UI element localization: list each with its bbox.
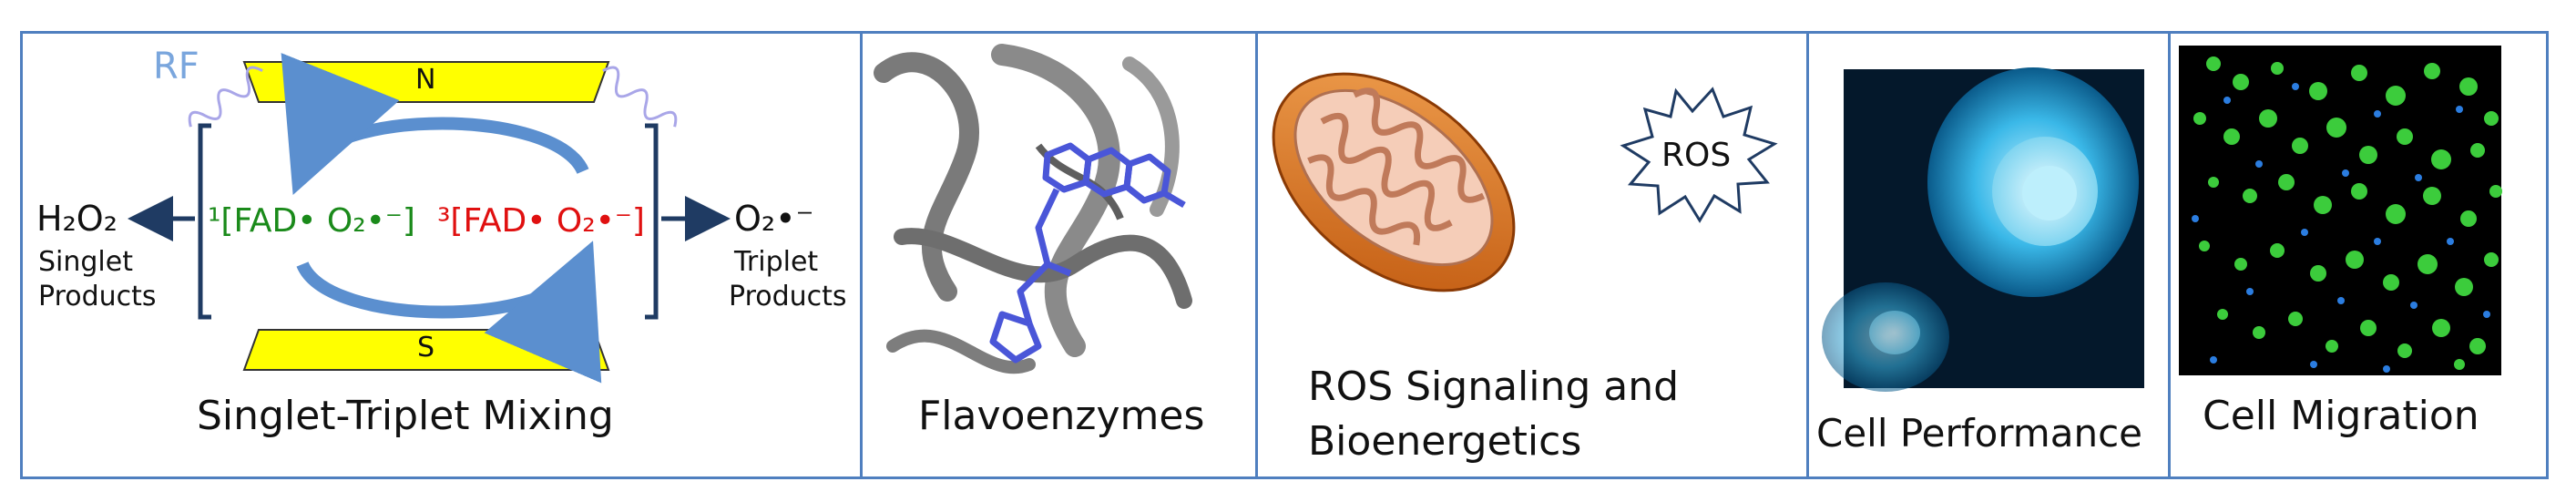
caption-ros-signaling-line2: Bioenergetics <box>1308 418 1582 465</box>
cell-performance-image <box>1822 67 2144 392</box>
divider-3 <box>1806 31 1809 479</box>
bracket-left <box>198 123 211 320</box>
ros-burst-icon <box>1620 87 1778 223</box>
divider-2 <box>1255 31 1258 479</box>
triplet-state-label: ³[FAD• O₂•⁻] <box>437 202 645 240</box>
singlet-products-line1: Singlet <box>38 246 133 278</box>
caption-ros-signaling-line1: ROS Signaling and <box>1308 364 1680 410</box>
caption-singlet-triplet-mixing: Singlet-Triplet Mixing <box>197 393 614 439</box>
triplet-product-formula: O₂•⁻ <box>734 199 814 239</box>
cell-migration-fluorescence-image <box>2179 46 2502 375</box>
magnet-south-label: S <box>417 332 435 364</box>
divider-1 <box>860 31 863 479</box>
magnet-north-label: N <box>415 64 436 96</box>
figure-frame <box>20 31 2549 479</box>
rf-wave-right-icon <box>602 66 678 128</box>
singlet-products-line2: Products <box>38 281 157 312</box>
mitochondrion-image <box>1272 72 1516 292</box>
singlet-state-label: ¹[FAD• O₂•⁻] <box>208 202 415 240</box>
triplet-products-line1: Triplet <box>734 246 819 278</box>
mixing-arrow-top <box>281 52 589 195</box>
triplet-products-line2: Products <box>729 281 847 312</box>
mixing-arrow-bottom <box>296 241 601 384</box>
flavoenzyme-structure-image <box>873 44 1210 383</box>
caption-flavoenzymes: Flavoenzymes <box>918 393 1205 439</box>
caption-cell-migration: Cell Migration <box>2203 393 2479 439</box>
divider-4 <box>2168 31 2171 479</box>
caption-cell-performance: Cell Performance <box>1816 411 2143 456</box>
ros-label: ROS <box>1661 137 1732 174</box>
bracket-right <box>645 123 659 320</box>
rf-wave-left-icon <box>188 66 263 128</box>
singlet-product-formula: H₂O₂ <box>36 199 118 239</box>
rf-label: RF <box>153 46 199 87</box>
